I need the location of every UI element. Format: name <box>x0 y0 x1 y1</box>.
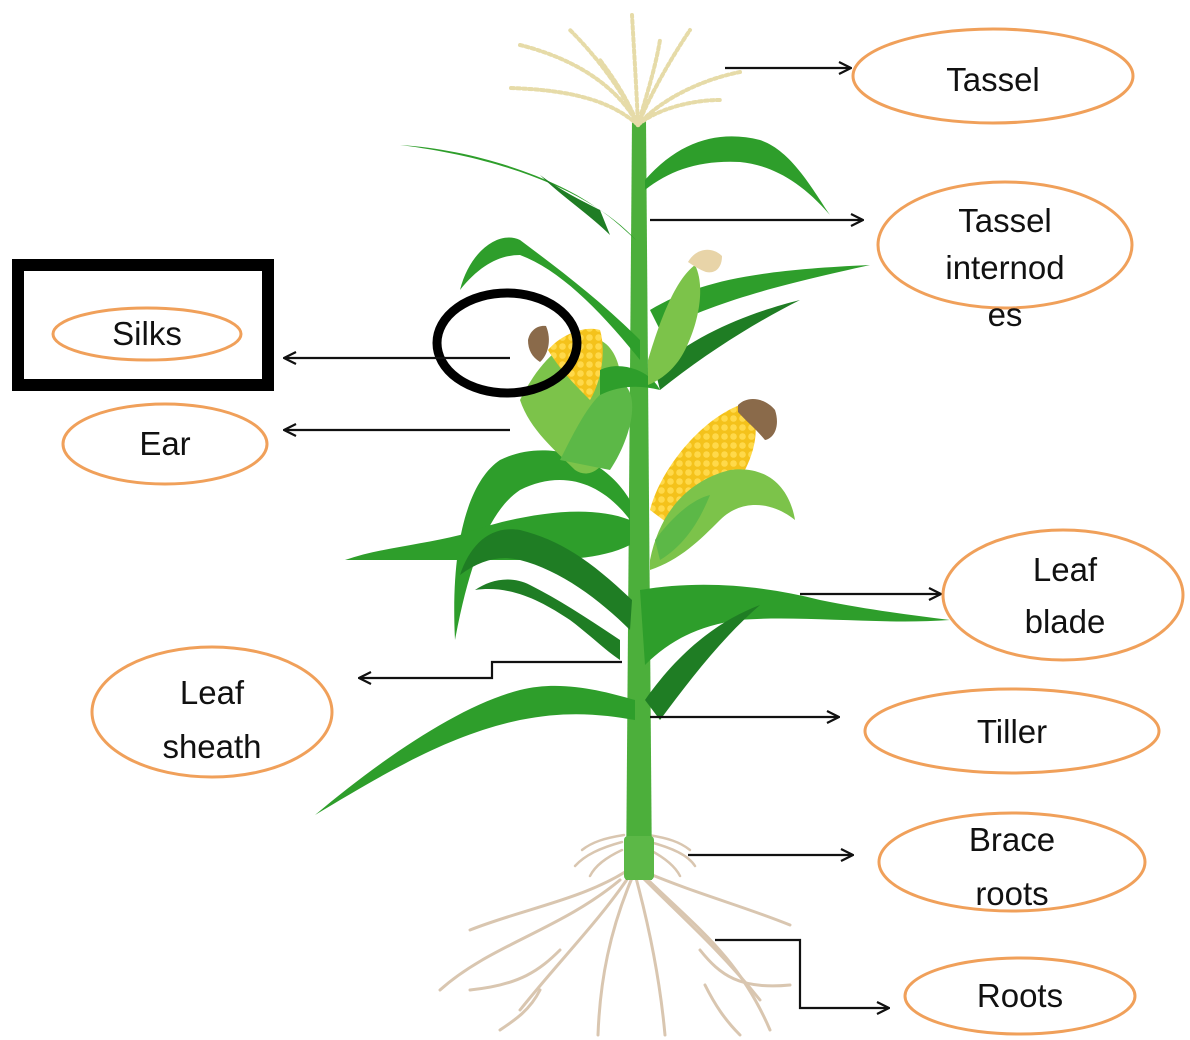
label-leaf-blade-line2: blade <box>965 596 1165 648</box>
label-leaf-sheath-line2: sheath <box>112 720 312 774</box>
label-roots: Roots <box>920 970 1120 1021</box>
label-tassel-internodes-line2: internod <box>905 243 1105 293</box>
label-tassel-internodes-line1: Tassel <box>905 196 1105 246</box>
label-brace-roots-line1: Brace <box>912 813 1112 867</box>
label-silks: Silks <box>72 308 222 359</box>
label-tassel: Tassel <box>893 54 1093 105</box>
label-leaf-blade-line1: Leaf <box>965 544 1165 596</box>
tassel-drawing <box>510 15 740 125</box>
label-brace-roots: Brace roots <box>912 813 1112 921</box>
label-tassel-internodes-line3: es <box>905 290 1105 340</box>
label-tassel-internodes: Tassel internod es <box>905 196 1105 340</box>
label-brace-roots-line2: roots <box>912 867 1112 921</box>
label-tiller: Tiller <box>912 706 1112 757</box>
label-leaf-sheath: Leaf sheath <box>112 666 312 774</box>
label-leaf-sheath-line1: Leaf <box>112 666 312 720</box>
arrow-roots <box>715 940 888 1008</box>
label-ear: Ear <box>90 418 240 469</box>
arrow-leaf-sheath <box>360 662 622 678</box>
label-leaf-blade: Leaf blade <box>965 544 1165 648</box>
roots-drawing <box>440 872 790 1035</box>
